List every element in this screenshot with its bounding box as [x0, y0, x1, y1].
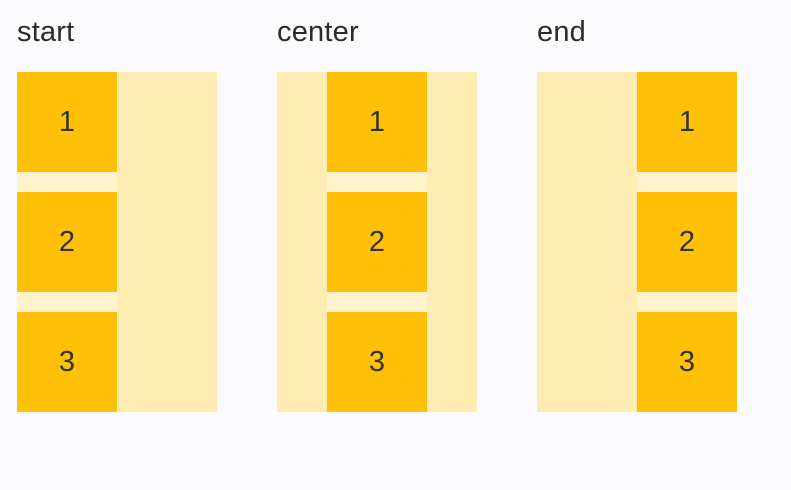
group-start-container: 1 2 3 [17, 72, 217, 412]
flex-item: 3 [17, 312, 117, 412]
flex-item: 2 [327, 192, 427, 292]
flex-item: 1 [637, 72, 737, 172]
group-end-label: end [537, 16, 586, 48]
group-center: center 1 2 3 [277, 0, 477, 412]
flex-item: 2 [17, 192, 117, 292]
flex-item: 2 [637, 192, 737, 292]
group-center-item-track: 1 2 3 [327, 72, 427, 412]
group-start: start 1 2 3 [17, 0, 217, 412]
group-end-item-track: 1 2 3 [637, 72, 737, 412]
flex-item: 3 [327, 312, 427, 412]
group-center-container: 1 2 3 [277, 72, 477, 412]
flex-item: 1 [327, 72, 427, 172]
flex-item: 1 [17, 72, 117, 172]
flex-item: 3 [637, 312, 737, 412]
group-center-label: center [277, 16, 359, 48]
group-end-container: 1 2 3 [537, 72, 737, 412]
group-start-item-track: 1 2 3 [17, 72, 117, 412]
group-end: end 1 2 3 [537, 0, 737, 412]
alignment-demo-row: start 1 2 3 center 1 2 3 end [17, 0, 737, 412]
group-start-label: start [17, 16, 75, 48]
